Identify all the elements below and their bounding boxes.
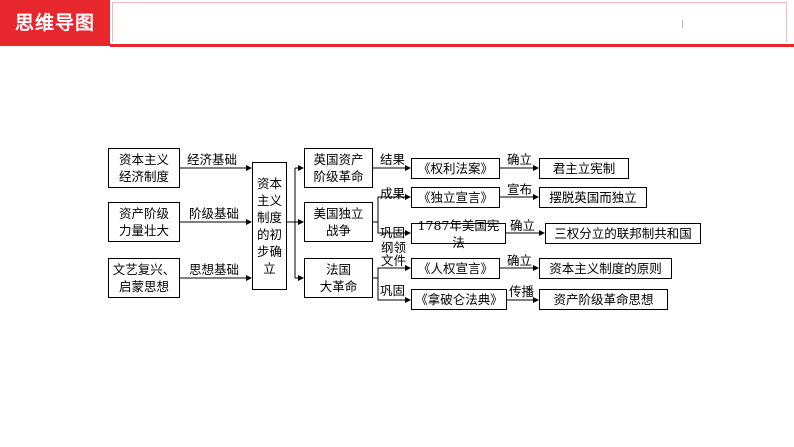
label-declare: 宣布: [507, 182, 533, 197]
header-divider: [110, 44, 794, 47]
label-consolidate-france: 巩固: [380, 283, 406, 298]
label-thought-basis: 思想基础: [189, 262, 240, 277]
node-federal-republic: 三权分立的联邦制共和国: [545, 223, 701, 244]
page-title: 思维导图: [0, 0, 110, 46]
arrow-usa-to-constitution: [377, 222, 407, 234]
node-declaration-rights: 《人权宣言》: [411, 258, 500, 279]
label-establish-1: 确立: [507, 152, 533, 167]
node-1787-constitution: 1787年美国宪法: [411, 218, 506, 250]
node-napoleonic-code: 《拿破仑法典》: [411, 289, 507, 310]
node-american-independence: 美国独立 战争: [304, 202, 373, 242]
node-independence-from-britain: 摆脱英国而独立: [539, 187, 647, 208]
node-economic-system: 资本主义 经济制度: [108, 148, 180, 188]
header-tick-mark: [682, 20, 683, 28]
node-bourgeois-strength: 资产阶级 力量壮大: [108, 202, 180, 242]
label-class-basis: 阶级基础: [189, 206, 240, 221]
node-capitalist-principle: 资本主义制度的原则: [539, 258, 672, 279]
header-bar: 思维导图: [0, 0, 794, 48]
arrow-france-to-code: [377, 278, 407, 301]
node-renaissance-enlightenment: 文艺复兴、 启蒙思想: [108, 258, 180, 298]
node-bill-of-rights: 《权利法案》: [411, 158, 500, 179]
node-capitalism-established: 资本 主义 制度 的初 步确 立: [252, 162, 287, 290]
label-establish-2: 确立: [510, 218, 536, 233]
label-spread: 传播: [509, 284, 535, 299]
node-declaration-independence: 《独立宣言》: [411, 187, 500, 208]
node-constitutional-monarchy: 君主立宪制: [539, 158, 629, 179]
arrow-usa-to-declaration: [373, 196, 407, 223]
label-achievement: 成果: [380, 186, 406, 201]
arrow-france-to-rights: [373, 267, 407, 279]
label-consolidate-usa: 巩固: [380, 225, 406, 240]
node-english-revolution: 英国资产 阶级革命: [304, 148, 373, 188]
label-result: 结果: [380, 152, 406, 167]
node-french-revolution: 法国 大革命: [304, 258, 373, 298]
label-economic-basis: 经济基础: [187, 152, 238, 167]
label-establish-3: 确立: [507, 253, 533, 268]
node-bourgeois-revolutionary-thought: 资产阶级革命思想: [539, 289, 668, 310]
header-frame: [112, 2, 787, 42]
label-program-document: 纲领 文件: [381, 240, 407, 268]
